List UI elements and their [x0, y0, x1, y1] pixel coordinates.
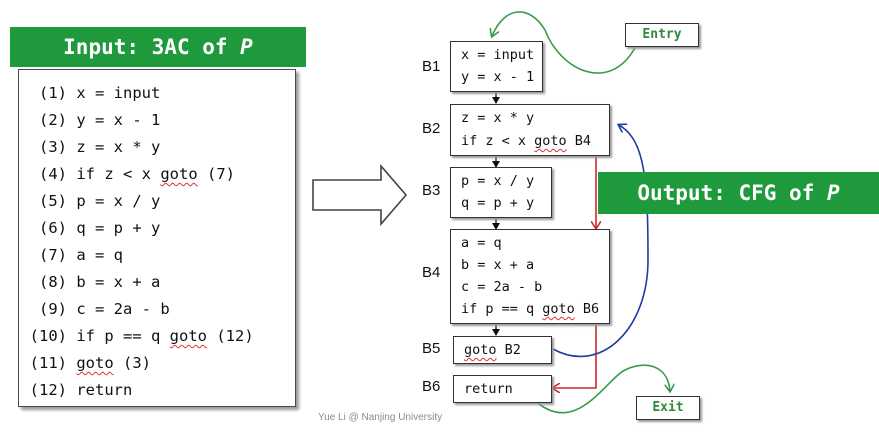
code-line: (1) x = input: [19, 80, 295, 106]
code-line-text: return: [76, 381, 133, 399]
code-line: (4) if z < x goto (7): [19, 161, 295, 187]
block-line: if p == q goto B6: [461, 301, 600, 317]
code-line-number: (12): [29, 381, 67, 399]
code-line: (2) y = x - 1: [19, 107, 295, 133]
code-line-number: (8): [39, 273, 67, 291]
code-line-keyword: goto: [76, 354, 114, 372]
code-line-number: (3): [39, 138, 67, 156]
code-line-number: (10): [29, 327, 67, 345]
input-banner-var: P: [240, 35, 253, 59]
output-banner-var: P: [827, 181, 840, 205]
code-line-number: (11): [29, 354, 67, 372]
code-line: (3) z = x * y: [19, 134, 295, 160]
code-line-text: x = input: [76, 84, 161, 102]
code-line-number: (2): [39, 111, 67, 129]
code-line-text: if z < x: [76, 165, 161, 183]
edge-entry-b1: [492, 11, 637, 74]
code-line: (9) c = 2a - b: [19, 296, 295, 322]
code-line-keyword: goto: [169, 327, 207, 345]
block-label-b6: B6: [422, 378, 441, 395]
output-banner-text: Output: CFG of: [637, 181, 827, 205]
code-line-text: b = x + a: [76, 273, 161, 291]
code-line-number: (7): [39, 246, 67, 264]
exit-node: Exit: [636, 396, 700, 420]
block-label-b1: B1: [422, 58, 441, 75]
block-line: z = x * y: [461, 110, 535, 126]
block-line: goto B2: [464, 342, 521, 358]
code-line-number: (5): [39, 192, 67, 210]
block-line: x = input: [461, 47, 535, 63]
edge-b6-exit: [531, 364, 670, 414]
code-line-number: (9): [39, 300, 67, 318]
code-line-number: (4): [39, 165, 67, 183]
code-line-number: (1): [39, 84, 67, 102]
code-line-text: if p == q: [76, 327, 170, 345]
code-line-target: (7): [197, 165, 235, 183]
basic-block-b3: p = x / y q = p + y: [450, 167, 552, 218]
code-line-keyword: goto: [160, 165, 198, 183]
block-line: a = q: [461, 235, 502, 251]
block-line: if z < x goto B4: [461, 133, 592, 149]
code-line: (8) b = x + a: [19, 269, 295, 295]
code-line-text: z = x * y: [76, 138, 161, 156]
basic-block-b4: a = q b = x + a c = 2a - b if p == q got…: [450, 229, 610, 324]
code-line-text: c = 2a - b: [76, 300, 170, 318]
block-line: y = x - 1: [461, 69, 535, 85]
block-label-b5: B5: [422, 340, 441, 357]
block-line: b = x + a: [461, 257, 535, 273]
code-line: (7) a = q: [19, 242, 295, 268]
basic-block-b5: goto B2: [453, 336, 552, 364]
code-line: (11) goto (3): [19, 350, 295, 376]
basic-block-b1: x = input y = x - 1: [450, 41, 543, 92]
entry-node: Entry: [625, 23, 699, 47]
edge-b4-b6: [553, 323, 597, 388]
code-line-number: (6): [39, 219, 67, 237]
block-label-b4: B4: [422, 264, 441, 281]
code-line: (10) if p == q goto (12): [19, 323, 295, 349]
code-line-text: y = x - 1: [76, 111, 161, 129]
code-line: (12) return: [19, 377, 295, 403]
block-line: return: [464, 381, 513, 397]
code-line-text: a = q: [76, 246, 124, 264]
basic-block-b2: z = x * y if z < x goto B4: [450, 104, 610, 156]
code-line-text: q = p + y: [76, 219, 161, 237]
block-line: p = x / y: [461, 173, 535, 189]
code-line-target: (3): [113, 354, 151, 372]
footer-credit: Yue Li @ Nanjing University: [318, 412, 443, 423]
code-line: (5) p = x / y: [19, 188, 295, 214]
block-label-b2: B2: [422, 120, 441, 137]
transform-arrow: [312, 163, 408, 227]
block-label-b3: B3: [422, 182, 441, 199]
input-banner-text: Input: 3AC of: [63, 35, 241, 59]
block-line: q = p + y: [461, 195, 535, 211]
output-banner: Output: CFG of P: [598, 172, 879, 214]
basic-block-b6: return: [453, 375, 552, 403]
block-line: c = 2a - b: [461, 279, 543, 295]
three-address-code-box: (1) x = input (2) y = x - 1 (3) z = x * …: [18, 69, 296, 407]
code-line: (6) q = p + y: [19, 215, 295, 241]
edge-b5-b2: [552, 125, 649, 358]
code-line-text: p = x / y: [76, 192, 161, 210]
code-line-target: (12): [207, 327, 254, 345]
input-banner: Input: 3AC of P: [10, 27, 306, 67]
